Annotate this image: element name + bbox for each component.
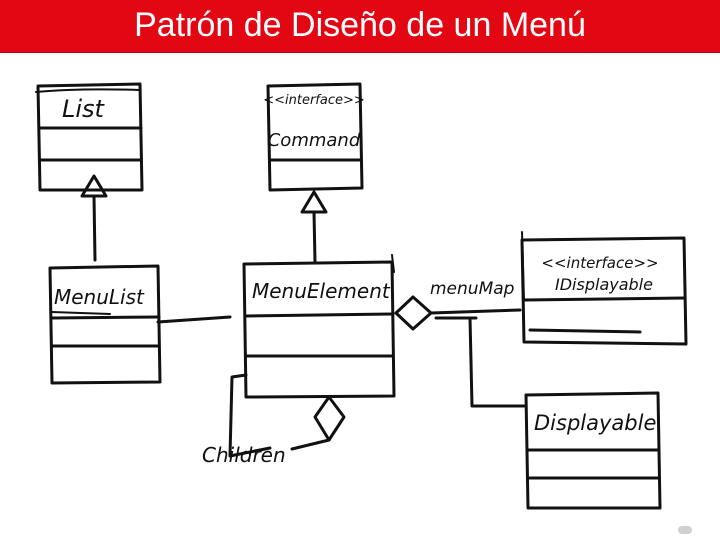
class-name-menulist: MenuList <box>54 285 145 309</box>
class-name-command: Command <box>268 130 361 151</box>
class-box-command: <<interface>> Command <box>263 82 365 192</box>
inheritance-menuelement-command <box>300 190 328 264</box>
class-box-menulist: MenuList <box>48 264 162 385</box>
label-menumap: menuMap <box>430 279 515 299</box>
class-name-displayable: Displayable <box>534 411 656 435</box>
class-name-list: List <box>62 95 106 123</box>
title-bar: Patrón de Diseño de un Menú <box>0 0 720 53</box>
page-title: Patrón de Diseño de un Menú <box>134 6 586 44</box>
inheritance-menulist-list <box>80 174 108 262</box>
command-stereotype: <<interface>> <box>263 93 365 108</box>
composition-children: Children <box>202 373 346 467</box>
inheritance-displayable-idisplayable <box>468 316 526 408</box>
class-name-menuelement: MenuElement <box>252 279 391 303</box>
corner-mark <box>678 526 692 534</box>
class-box-list: List <box>35 82 144 192</box>
composition-menumap: menuMap <box>394 279 522 331</box>
class-name-idisplayable: IDisplayable <box>555 275 653 294</box>
uml-diagram: List <<interface>> Command MenuList Menu… <box>35 82 688 510</box>
label-children: Children <box>202 443 286 467</box>
class-box-displayable: Displayable <box>524 391 662 510</box>
idisplayable-stereotype: <<interface>> <box>541 254 658 272</box>
association-menulist-menuelement <box>156 315 232 324</box>
class-box-menuelement: MenuElement <box>242 254 396 399</box>
class-box-idisplayable: <<interface>> IDisplayable <box>520 231 688 346</box>
